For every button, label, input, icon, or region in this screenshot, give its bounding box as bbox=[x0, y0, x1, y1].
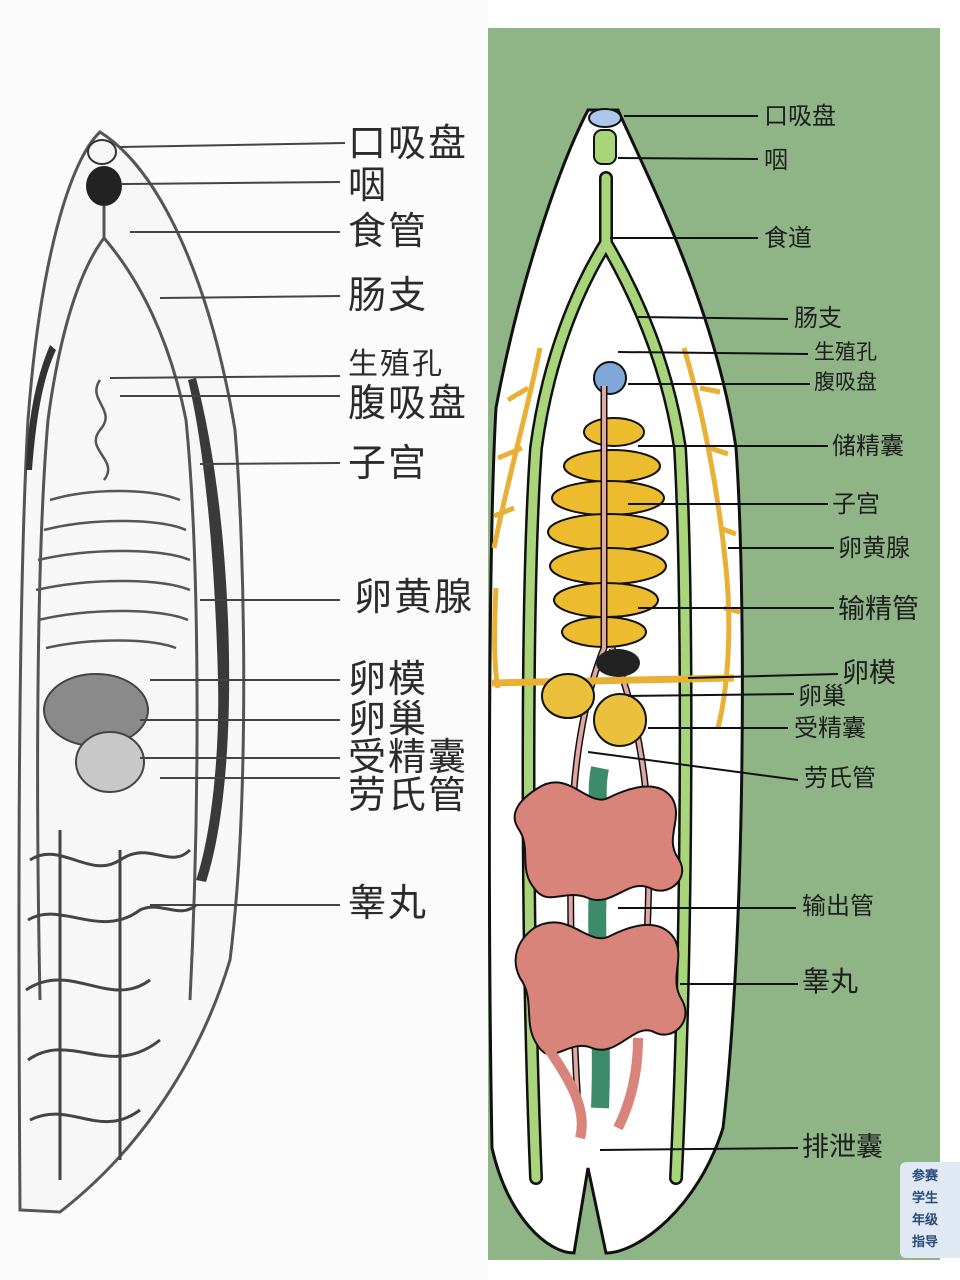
sketch-body-outline bbox=[17, 130, 246, 1214]
sketch-seminal-receptacle bbox=[75, 731, 145, 793]
right-label-seminal-vesicle: 储精囊 bbox=[832, 432, 904, 460]
color-ovary bbox=[541, 673, 595, 719]
color-ventral-sucker bbox=[593, 361, 627, 395]
sketch-panel: 口吸盘 咽 食管 肠支 生殖孔 腹吸盘 子宫 卵黄腺 卵模 卵巢 受精囊 劳氏管… bbox=[17, 121, 475, 1214]
card-line-advisor: 指导 bbox=[912, 1235, 939, 1250]
sketch-intestine-right bbox=[102, 237, 199, 1001]
left-label-uterus: 子宫 bbox=[348, 441, 429, 485]
right-label-testis: 睾丸 bbox=[802, 965, 859, 998]
color-testis-anterior bbox=[513, 781, 684, 901]
left-label-ventral-sucker: 腹吸盘 bbox=[348, 381, 469, 425]
right-label-excretory-bladder: 排泄囊 bbox=[802, 1132, 883, 1163]
sketch-leader-lines bbox=[109, 142, 346, 906]
right-label-ventral-sucker: 腹吸盘 bbox=[814, 370, 877, 394]
sketch-intestine-left bbox=[36, 206, 106, 1001]
color-ootype bbox=[596, 649, 640, 677]
right-label-ootype: 卵模 bbox=[842, 658, 896, 689]
left-label-vitellaria: 卵黄腺 bbox=[354, 575, 475, 619]
right-label-vas-deferens: 输精管 bbox=[838, 594, 919, 625]
left-label-oral-sucker: 口吸盘 bbox=[348, 121, 469, 165]
color-oral-sucker bbox=[588, 108, 622, 128]
left-label-laurer-canal: 劳氏管 bbox=[348, 773, 469, 817]
color-uterus bbox=[547, 417, 669, 648]
left-label-genital-pore: 生殖孔 bbox=[348, 347, 444, 382]
right-label-efferent-duct: 输出管 bbox=[802, 892, 874, 920]
left-label-pharynx: 咽 bbox=[348, 163, 389, 207]
color-leader-lines bbox=[587, 115, 839, 1151]
left-label-ovary: 卵巢 bbox=[348, 697, 429, 741]
color-drawing bbox=[488, 108, 839, 1255]
left-label-esophagus: 食管 bbox=[348, 209, 429, 253]
color-seminal-receptacle bbox=[593, 693, 647, 747]
color-testis-posterior bbox=[514, 921, 687, 1140]
right-label-uterus: 子宫 bbox=[832, 490, 880, 518]
left-label-seminal-receptacle: 受精囊 bbox=[348, 735, 469, 779]
right-label-seminal-receptacle: 受精囊 bbox=[794, 714, 866, 742]
sketch-vitellaria-right bbox=[188, 378, 230, 882]
left-label-ootype: 卵模 bbox=[348, 657, 429, 701]
left-label-testis: 睾丸 bbox=[348, 881, 429, 925]
left-label-intestine: 肠支 bbox=[348, 273, 429, 317]
info-card: 参赛 学生 年级 指导 bbox=[900, 1162, 960, 1258]
sketch-drawing bbox=[17, 130, 346, 1214]
sketch-vitellaria-left bbox=[26, 345, 56, 470]
right-label-ovary: 卵巢 bbox=[798, 682, 846, 710]
card-line-contest: 参赛 bbox=[912, 1169, 939, 1184]
card-line-grade: 年级 bbox=[912, 1213, 939, 1228]
sketch-oral-sucker bbox=[87, 139, 117, 165]
right-label-pharynx: 咽 bbox=[764, 146, 788, 174]
card-line-student: 学生 bbox=[912, 1191, 939, 1206]
color-vitelline-duct bbox=[491, 674, 735, 687]
color-panel: 口吸盘 咽 食道 肠支 生殖孔 腹吸盘 储精囊 子宫 卵黄腺 输精管 卵模 卵巢… bbox=[488, 28, 940, 1260]
sketch-uterus bbox=[35, 379, 191, 650]
right-label-oral-sucker: 口吸盘 bbox=[764, 102, 836, 130]
color-vitellaria-right bbox=[681, 347, 741, 729]
sketch-pharynx bbox=[86, 166, 122, 206]
right-label-laurer-canal: 劳氏管 bbox=[804, 764, 876, 792]
right-label-esophagus: 食道 bbox=[764, 224, 812, 252]
color-pharynx bbox=[593, 129, 617, 165]
right-label-vitellaria: 卵黄腺 bbox=[838, 534, 910, 562]
sketch-testis bbox=[25, 830, 198, 1180]
right-label-intestine: 肠支 bbox=[794, 304, 842, 332]
right-label-genital-pore: 生殖孔 bbox=[814, 340, 877, 364]
